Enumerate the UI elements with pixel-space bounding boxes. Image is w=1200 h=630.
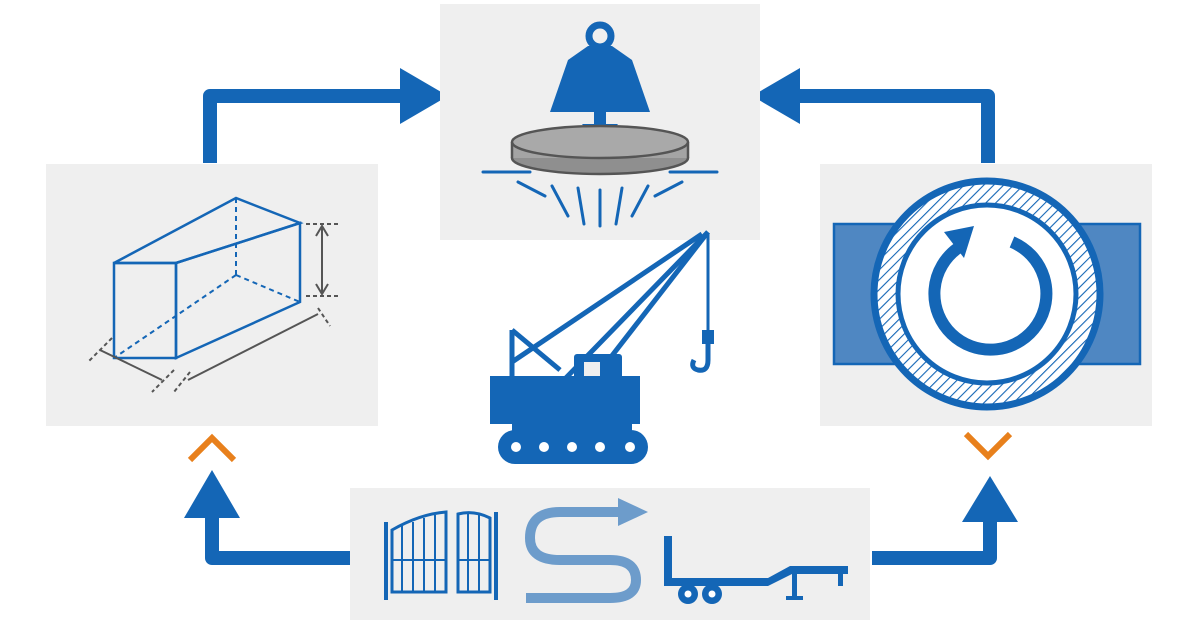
arrow-transport-to-dimensions	[184, 470, 350, 565]
gate-icon	[384, 510, 498, 600]
weight-panel	[440, 4, 760, 240]
rotating-ring-icon	[832, 177, 1142, 411]
dimensions-panel	[46, 164, 378, 426]
transport-panel	[350, 488, 870, 620]
up-chevron-icon	[187, 433, 237, 463]
crawler-crane-icon	[490, 230, 714, 464]
weight-on-plate-icon	[481, 21, 719, 228]
rotation-panel	[820, 164, 1152, 426]
arrow-rotation-to-weight	[752, 68, 995, 163]
box-dimensions-icon	[112, 196, 304, 360]
route-icon	[525, 498, 648, 603]
arrow-dimensions-to-weight	[203, 68, 448, 163]
flow-arrows	[184, 68, 1018, 565]
dimension-lines	[87, 223, 340, 393]
arrow-transport-to-rotation	[872, 476, 1018, 565]
down-chevron-icon	[963, 431, 1013, 461]
trailer-icon	[664, 536, 848, 604]
